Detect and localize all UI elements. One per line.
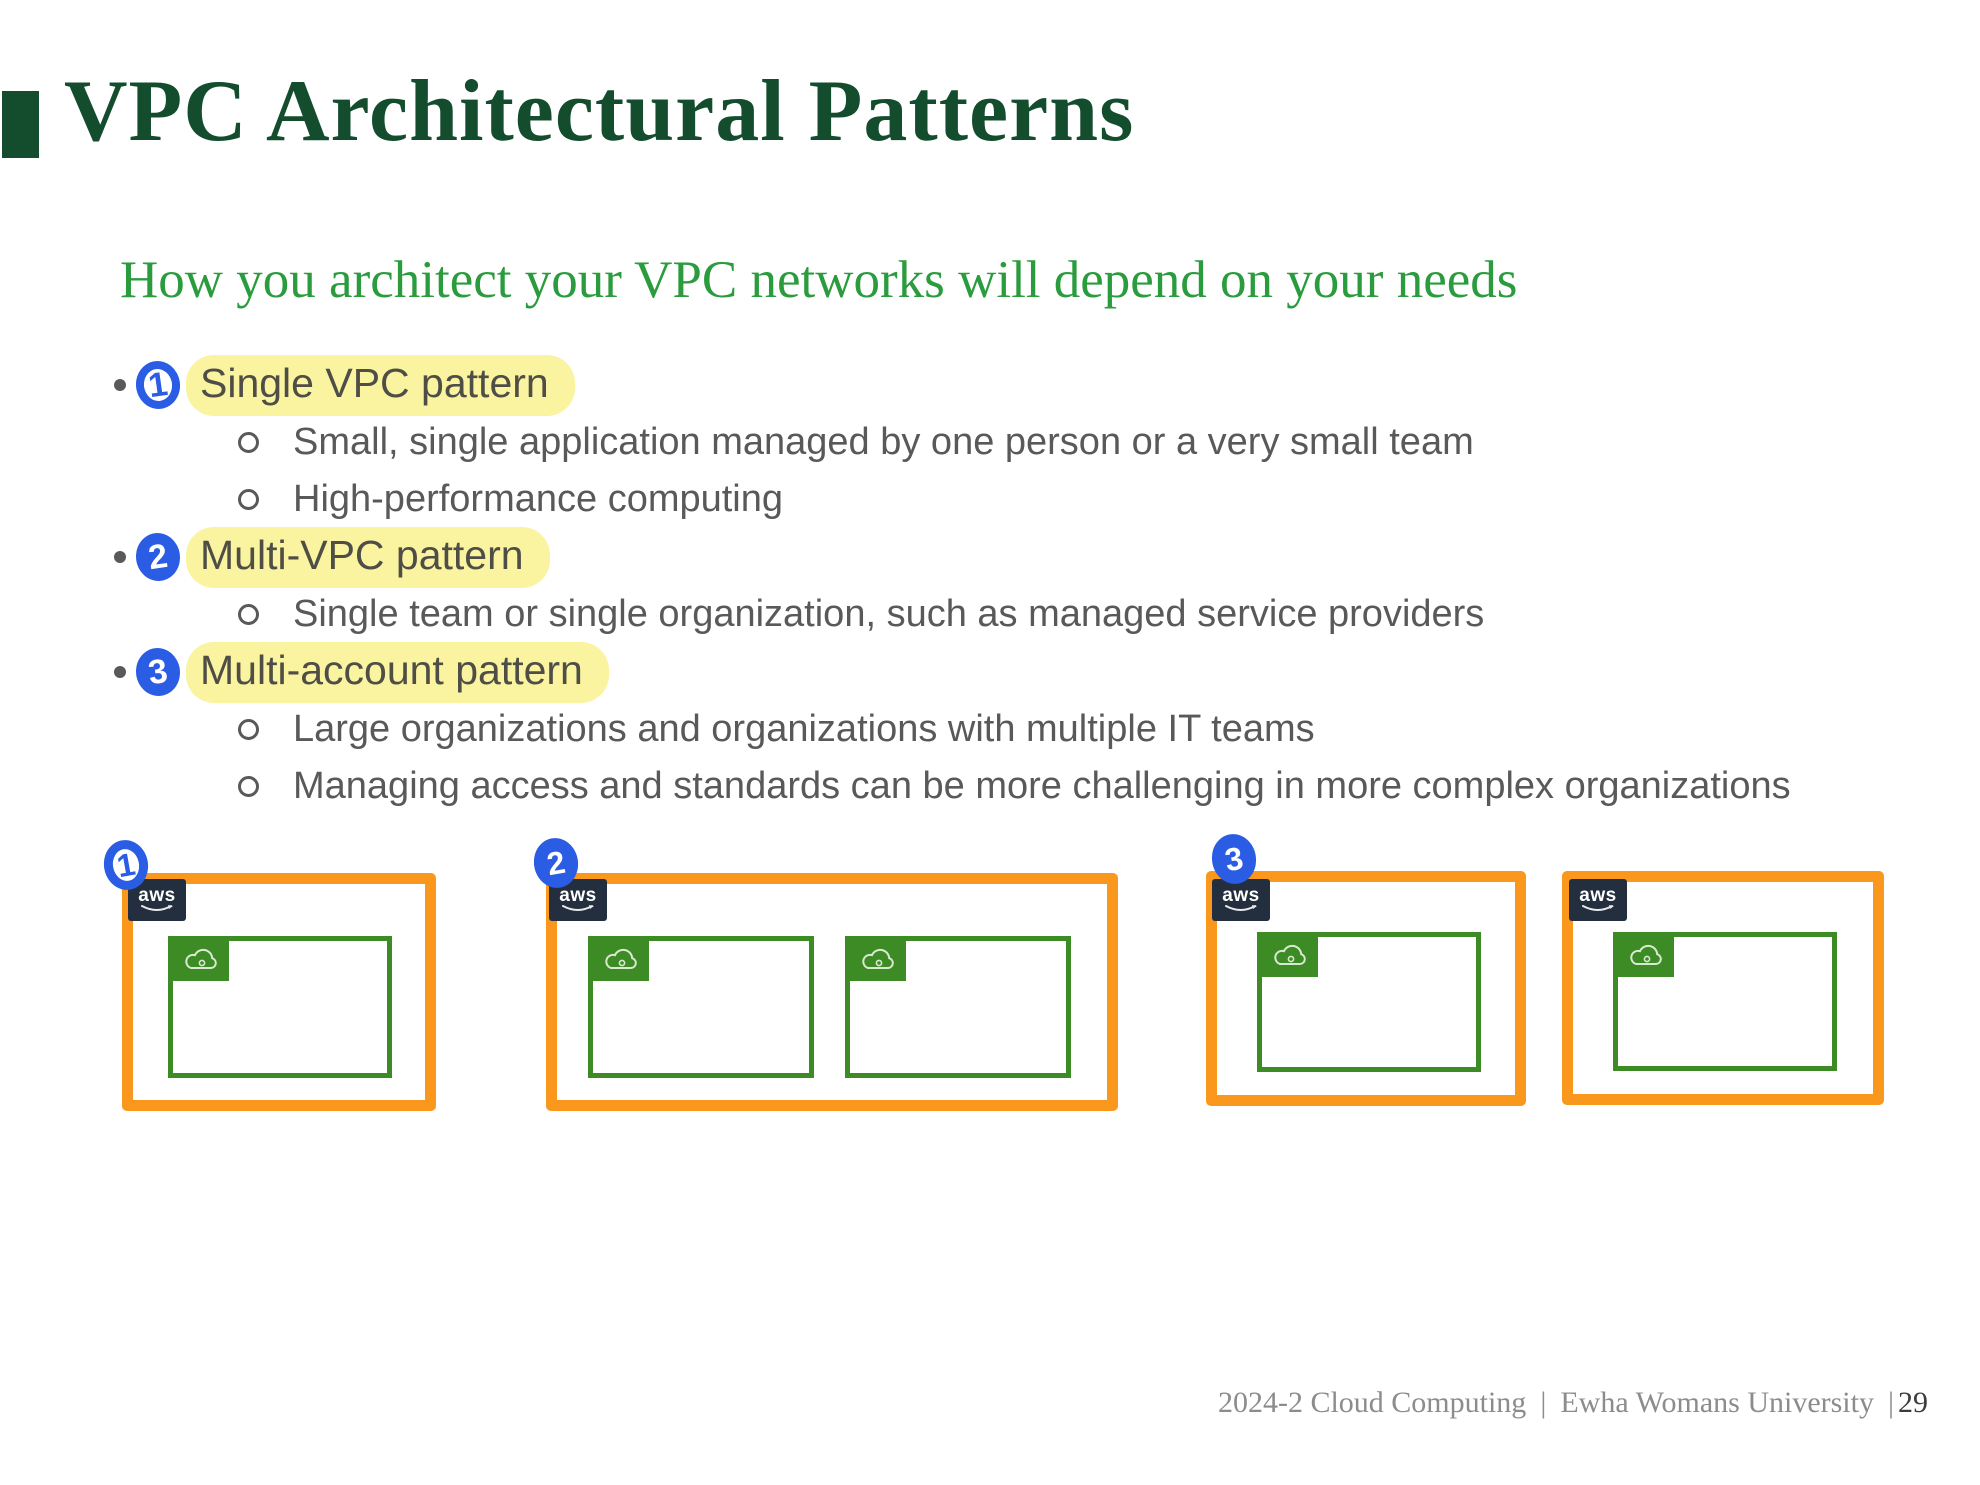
circle-bullet-icon (238, 489, 259, 510)
title-accent-square (2, 91, 39, 158)
footer-university: Ewha Womans University (1560, 1386, 1874, 1419)
subtitle: How you architect your VPC networks will… (120, 251, 1518, 309)
circle-bullet-icon (238, 604, 259, 625)
circle-bullet-icon (238, 432, 259, 453)
highlighted-label: Single VPC pattern (186, 354, 575, 416)
sub-bullet-text: Small, single application managed by one… (293, 421, 1474, 463)
vpc-box (588, 936, 814, 1078)
circle-bullet-icon (238, 719, 259, 740)
aws-logo-icon: aws (1569, 879, 1627, 921)
circled-number-1-icon: 1 (132, 358, 184, 412)
list-item: Managing access and standards can be mor… (104, 758, 1944, 815)
page-title: VPC Architectural Patterns (64, 63, 1135, 160)
bullet-dot-icon (114, 551, 126, 563)
footer-course: 2024-2 Cloud Computing (1217, 1386, 1527, 1419)
sub-bullet-text: Large organizations and organizations wi… (293, 708, 1315, 750)
list-item: 1 Single VPC pattern (104, 354, 1944, 416)
list-item: Small, single application managed by one… (104, 414, 1944, 471)
sub-bullet-text: High-performance computing (293, 478, 784, 520)
highlighted-label: Multi-account pattern (186, 641, 609, 703)
sub-bullet-text: Managing access and standards can be mor… (293, 765, 1791, 807)
bullet-list: 1 Single VPC pattern Small, single appli… (104, 354, 1944, 815)
highlighted-label: Multi-VPC pattern (186, 526, 550, 588)
vpc-box (1257, 932, 1481, 1072)
circled-number-3-icon: 3 (132, 645, 184, 699)
list-item: Large organizations and organizations wi… (104, 701, 1944, 758)
list-item: 3 Multi-account pattern (104, 641, 1944, 703)
list-item: 2 Multi-VPC pattern (104, 526, 1944, 588)
footer-divider: | (1887, 1386, 1894, 1419)
footer-divider: | (1540, 1386, 1547, 1419)
circled-number-2-icon: 2 (132, 530, 184, 584)
page-number: 29 (1898, 1386, 1928, 1419)
bullet-dot-icon (114, 666, 126, 678)
vpc-box (168, 936, 392, 1078)
vpc-cloud-icon (1617, 936, 1674, 977)
slide-footer: 2024-2 Cloud Computing | Ewha Womans Unive… (1218, 1386, 1928, 1420)
vpc-box (845, 936, 1071, 1078)
vpc-cloud-icon (592, 940, 649, 981)
vpc-cloud-icon (1261, 936, 1318, 977)
aws-logo-icon: aws (1212, 879, 1270, 921)
vpc-cloud-icon (849, 940, 906, 981)
vpc-cloud-icon (172, 940, 229, 981)
list-item: Single team or single organization, such… (104, 586, 1944, 643)
list-item: High-performance computing (104, 471, 1944, 528)
bullet-dot-icon (114, 379, 126, 391)
vpc-box (1613, 932, 1837, 1071)
sub-bullet-text: Single team or single organization, such… (293, 593, 1485, 635)
circle-bullet-icon (238, 776, 259, 797)
